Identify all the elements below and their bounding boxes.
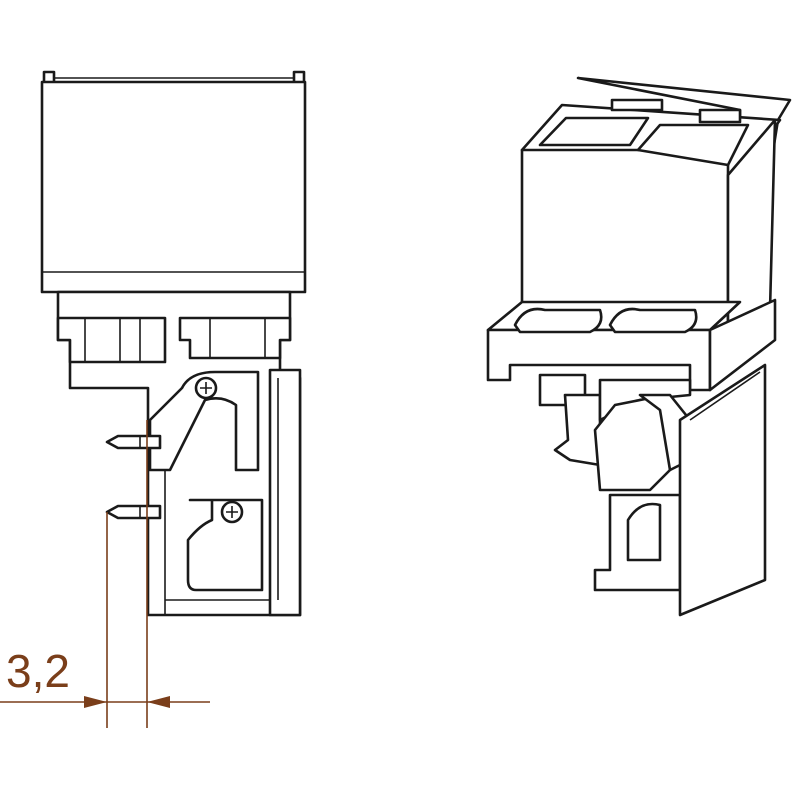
arrow-right-icon [84, 696, 107, 708]
dimension-label: 3,2 [6, 645, 70, 697]
isometric-view [486, 76, 792, 617]
side-plate [678, 363, 767, 617]
side-view [40, 70, 307, 617]
pin-lower [105, 504, 162, 520]
housing-top [40, 80, 307, 294]
arrow-left-icon [147, 696, 170, 708]
dimension-3-2 [0, 420, 210, 728]
pin-upper [105, 434, 162, 450]
